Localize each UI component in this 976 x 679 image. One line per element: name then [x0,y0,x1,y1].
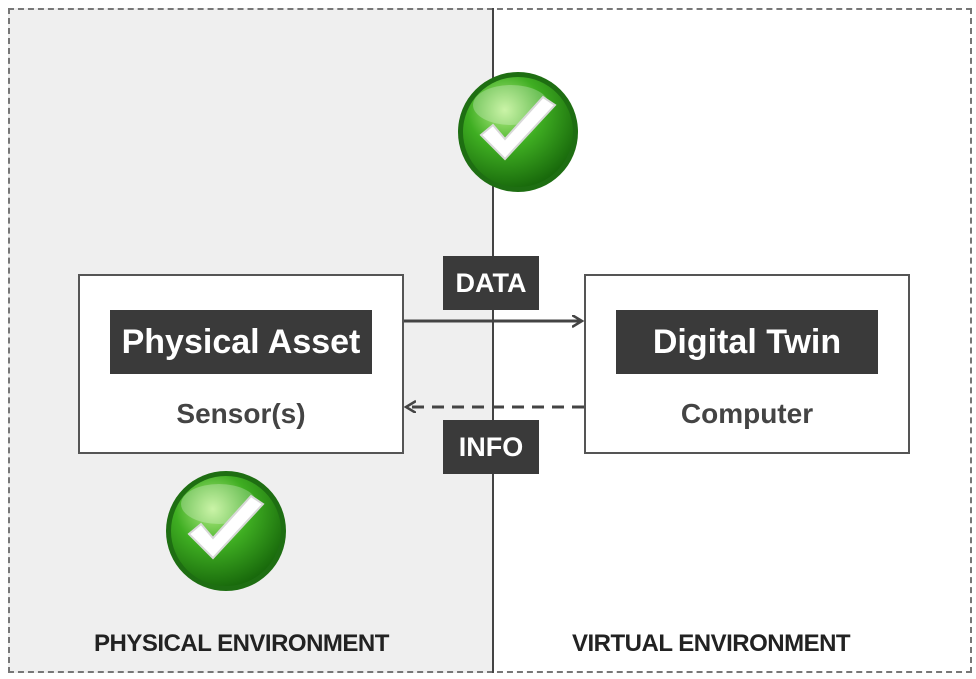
physical-asset-box: Physical Asset Sensor(s) [78,274,404,454]
digital-twin-subtitle: Computer [680,398,814,429]
virtual-environment-label: VIRTUAL ENVIRONMENT [572,630,851,657]
outer-dashed-border [8,8,972,673]
digital-twin-box: Digital Twin Computer [584,274,910,454]
digital-twin-title: Digital Twin [616,310,878,374]
data-label: DATA [443,256,539,310]
physical-asset-subtitle: Sensor(s) [176,398,306,429]
info-label: INFO [443,420,539,474]
check-circle-icon [166,471,286,591]
physical-asset-title: Physical Asset [110,310,372,374]
check-circle-icon [458,72,578,192]
physical-environment-label: PHYSICAL ENVIRONMENT [94,630,389,657]
environment-divider [492,8,494,673]
